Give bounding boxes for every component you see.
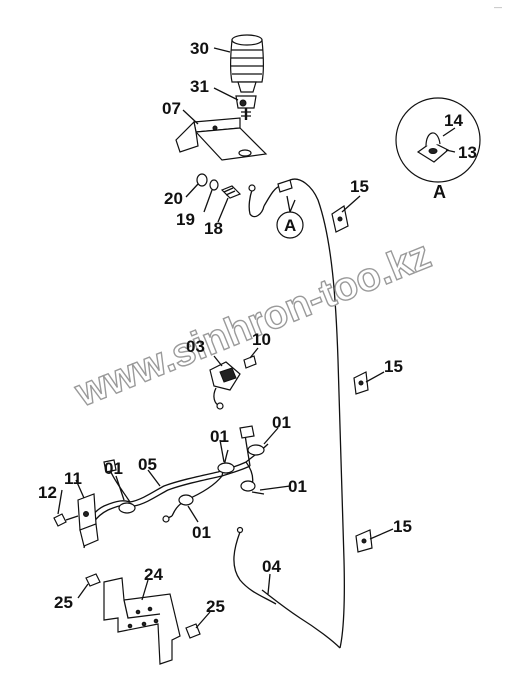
label-24: 24 xyxy=(144,565,163,584)
label-13: 13 xyxy=(458,143,477,162)
label-05: 05 xyxy=(138,455,157,474)
bolt-set xyxy=(196,173,242,199)
label-14: 14 xyxy=(444,111,463,130)
grommet-3 xyxy=(178,494,194,506)
label-12: 12 xyxy=(38,483,57,502)
label-04: 04 xyxy=(262,557,281,576)
harness-bracket xyxy=(53,493,99,547)
label-15-middle: 15 xyxy=(384,357,403,376)
watermark: www.sinhron-too.kz xyxy=(68,233,436,416)
beacon-lamp xyxy=(229,34,265,93)
label-18: 18 xyxy=(204,219,223,238)
lamp-mount xyxy=(235,95,257,120)
mounting-plate xyxy=(85,573,201,665)
part-labels: 30 31 07 20 19 18 15 14 13 03 10 15 01 0… xyxy=(38,39,477,616)
label-25-left: 25 xyxy=(54,593,73,612)
label-07: 07 xyxy=(162,99,181,118)
grommet-1 xyxy=(118,502,136,514)
label-01-a: 01 xyxy=(210,427,229,446)
label-31: 31 xyxy=(190,77,209,96)
corner-mark: — xyxy=(494,3,502,12)
label-25-right: 25 xyxy=(206,597,225,616)
label-15-bottom: 15 xyxy=(393,517,412,536)
clip-middle xyxy=(353,371,369,395)
wiring-harness xyxy=(83,425,269,549)
label-10: 10 xyxy=(252,330,271,349)
clip-bottom xyxy=(355,529,373,553)
label-20: 20 xyxy=(164,189,183,208)
leader-lines xyxy=(57,47,394,629)
grommet-4 xyxy=(247,444,265,456)
callout-a: A xyxy=(276,195,304,239)
label-01-b: 01 xyxy=(272,413,291,432)
detail-a: A xyxy=(395,97,481,202)
detail-a-title: A xyxy=(433,182,446,202)
grommet-5 xyxy=(240,480,256,492)
main-cable xyxy=(261,178,346,649)
lamp-harness xyxy=(248,179,293,218)
label-19: 19 xyxy=(176,210,195,229)
label-01-c: 01 xyxy=(104,459,123,478)
label-15-top: 15 xyxy=(350,177,369,196)
label-01-e: 01 xyxy=(192,523,211,542)
label-30: 30 xyxy=(190,39,209,58)
switch-assembly xyxy=(209,355,257,410)
lamp-bracket xyxy=(175,117,268,161)
label-11: 11 xyxy=(64,469,82,488)
label-03: 03 xyxy=(186,337,205,356)
grommet-2 xyxy=(217,462,235,474)
clip-top xyxy=(331,205,349,233)
label-01-d: 01 xyxy=(288,477,307,496)
cable-04 xyxy=(233,526,277,605)
callout-a-label: A xyxy=(284,216,296,235)
